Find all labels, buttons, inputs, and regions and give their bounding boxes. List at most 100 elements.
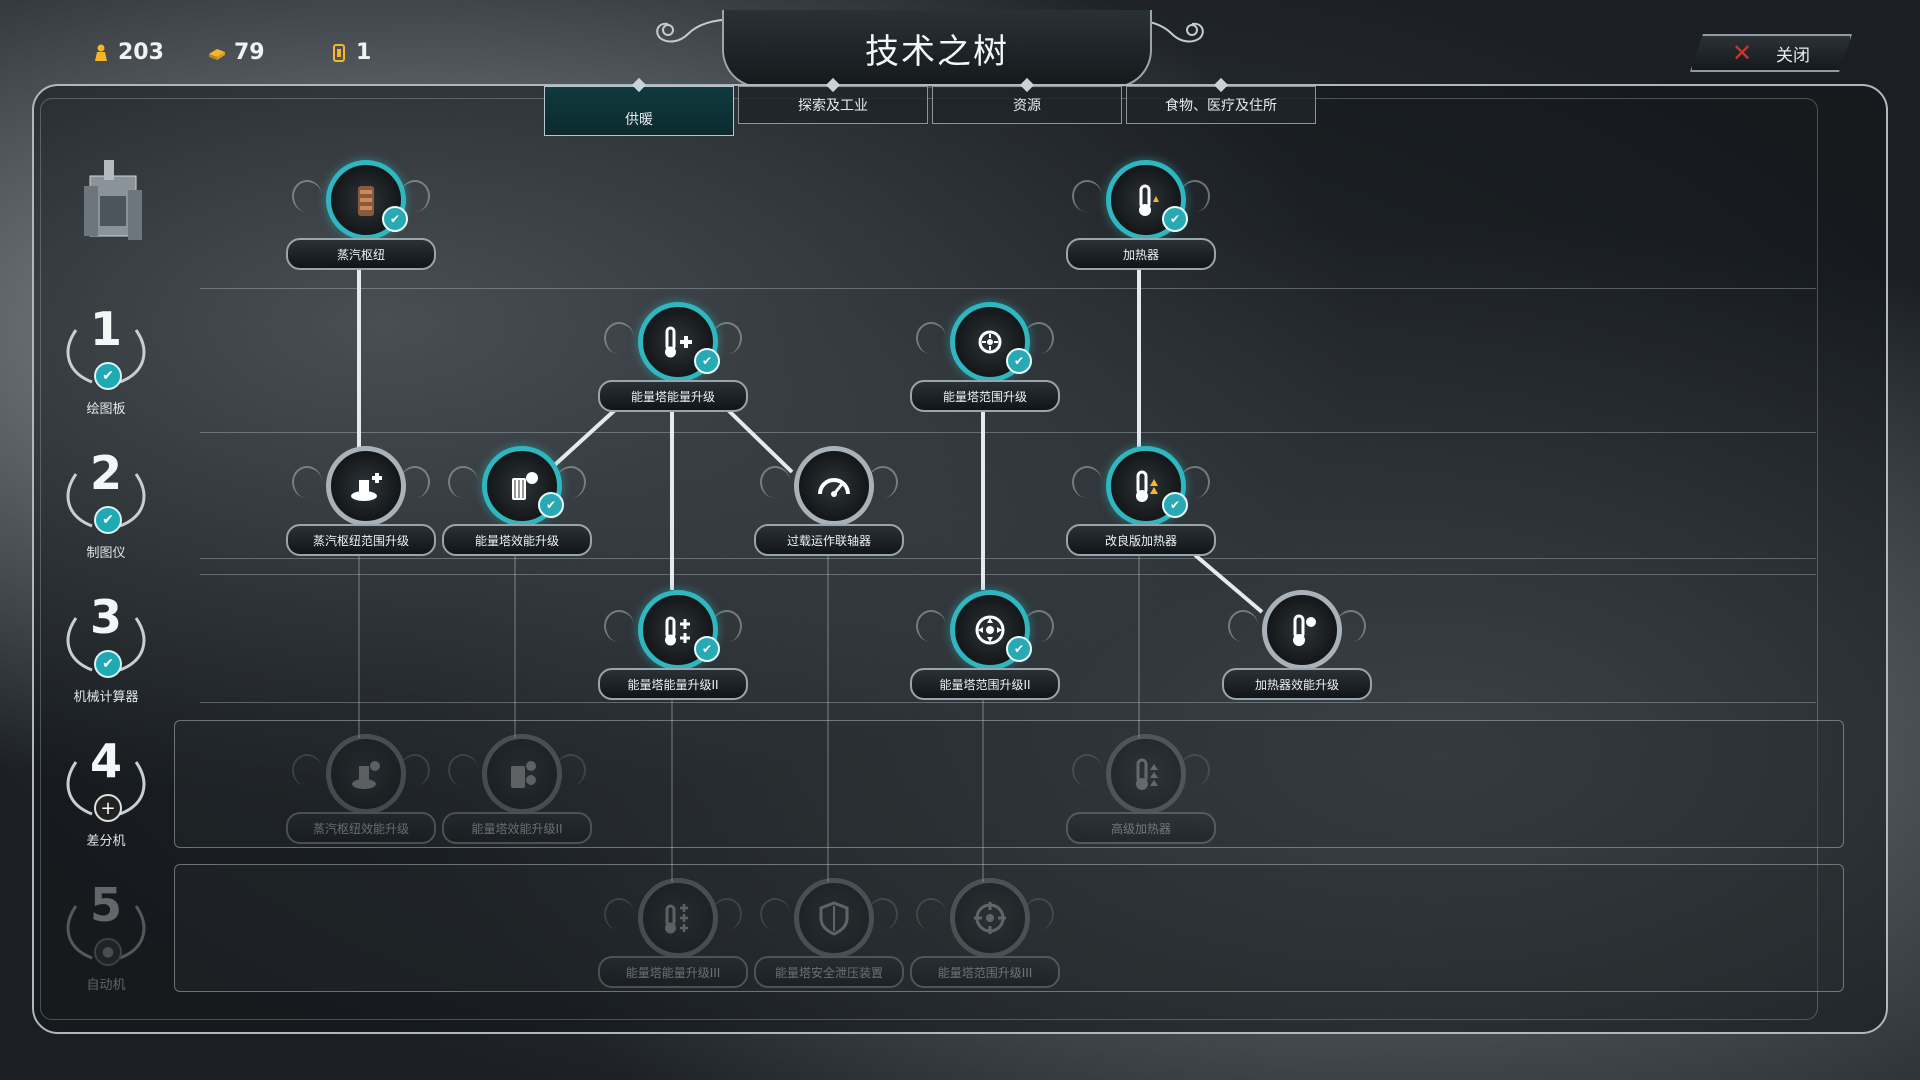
lock-dot-icon: ● — [94, 938, 122, 966]
efficiency-2-icon — [511, 761, 536, 788]
laurel-icon — [66, 905, 146, 960]
title-plate: 技术之树 — [722, 10, 1152, 88]
wood-icon — [209, 48, 225, 60]
steam-hub-icon — [358, 186, 374, 216]
tab-resources[interactable]: 资源 — [932, 77, 1122, 124]
close-button[interactable]: ✕ 关闭 — [1690, 34, 1852, 72]
close-label: 关闭 — [1776, 45, 1811, 66]
cores-count: 1 — [356, 40, 372, 65]
tab-diamond-icon — [631, 77, 647, 93]
node-power-upgrade[interactable]: ✔ 能量塔能量升级 — [598, 302, 748, 422]
tab-heating[interactable]: 供暖 — [544, 77, 734, 136]
researched-check-icon: ✔ — [1162, 492, 1188, 518]
row-divider — [200, 288, 1816, 289]
node-label: 高级加热器 — [1066, 812, 1216, 844]
tier-label: 机械计算器 — [73, 690, 139, 705]
node-hub-range-upgrade[interactable]: 蒸汽枢纽范围升级 — [286, 446, 436, 566]
tech-tree-inner-frame — [40, 98, 1818, 1020]
node-label: 加热器效能升级 — [1222, 668, 1372, 700]
node-label: 能量塔范围升级 — [910, 380, 1060, 412]
tier-label: 自动机 — [86, 978, 126, 993]
tier-1: 1 ✔ 绘图板 — [56, 300, 156, 417]
laurel-icon — [66, 617, 146, 672]
advanced-heater-icon — [1136, 758, 1158, 790]
plus-icon[interactable]: + — [94, 794, 122, 822]
check-icon: ✔ — [94, 362, 122, 390]
laurel-icon — [66, 473, 146, 528]
shield-icon — [819, 901, 849, 936]
tier-number: 1 — [89, 302, 122, 356]
heater-efficiency-icon — [1293, 614, 1316, 646]
node-label: 过载运作联轴器 — [754, 524, 904, 556]
improved-heater-icon — [1136, 470, 1158, 502]
node-label: 蒸汽枢纽 — [286, 238, 436, 270]
tier-number: 5 — [89, 878, 122, 932]
category-tabs: 供暖 探索及工业 资源 食物、医疗及住所 — [544, 77, 1316, 136]
thermometer-double-plus-icon — [665, 616, 690, 646]
laurel-icon — [66, 761, 146, 816]
node-label: 加热器 — [1066, 238, 1216, 270]
tier-label: 制图仪 — [86, 546, 126, 561]
row-divider — [200, 574, 1816, 575]
node-power-upgrade-2[interactable]: ✔ 能量塔能量升级II — [598, 590, 748, 710]
tier-5: 5 ● 自动机 — [56, 876, 156, 993]
tier-4[interactable]: 4 + 差分机 — [56, 732, 156, 849]
core-icon — [333, 43, 345, 62]
tab-food-medical-housing[interactable]: 食物、医疗及住所 — [1126, 77, 1316, 124]
node-heater-efficiency[interactable]: 加热器效能升级 — [1222, 590, 1372, 710]
node-heater[interactable]: ✔ 加热器 — [1066, 160, 1216, 280]
materials-count: 79 — [234, 40, 265, 65]
node-label: 能量塔范围升级III — [910, 956, 1060, 988]
researched-check-icon: ✔ — [382, 206, 408, 232]
page-title: 技术之树 — [865, 31, 1009, 72]
researched-check-icon: ✔ — [1162, 206, 1188, 232]
researched-check-icon: ✔ — [1006, 348, 1032, 374]
researched-check-icon: ✔ — [538, 492, 564, 518]
check-icon: ✔ — [94, 506, 122, 534]
researched-check-icon: ✔ — [1006, 636, 1032, 662]
node-label: 蒸汽枢纽范围升级 — [286, 524, 436, 556]
range-2-icon — [975, 615, 1005, 645]
node-overdrive-coupling[interactable]: 过载运作联轴器 — [754, 446, 904, 566]
worker-icon — [95, 44, 107, 61]
tab-exploration-industry[interactable]: 探索及工业 — [738, 77, 928, 124]
tier-3: 3 ✔ 机械计算器 — [56, 588, 156, 705]
generator-illustration-icon — [84, 160, 142, 240]
node-power-upgrade-3: 能量塔能量升级III — [598, 878, 748, 998]
node-label: 能量塔效能升级 — [442, 524, 592, 556]
node-efficiency-upgrade[interactable]: ✔ 能量塔效能升级 — [442, 446, 592, 566]
node-safety-valve: 能量塔安全泄压装置 — [754, 878, 904, 998]
row-divider — [200, 558, 1816, 559]
heater-icon — [1139, 184, 1159, 216]
range-3-icon — [974, 902, 1006, 934]
node-label: 能量塔效能升级II — [442, 812, 592, 844]
node-steam-hub[interactable]: ✔ 蒸汽枢纽 — [286, 160, 436, 280]
efficiency-icon — [512, 472, 538, 500]
tier-label: 差分机 — [86, 834, 126, 849]
row-divider — [200, 432, 1816, 433]
node-range-upgrade-3: 能量塔范围升级III — [910, 878, 1060, 998]
tab-diamond-icon — [1213, 77, 1229, 93]
resource-cores: 1 — [330, 40, 371, 65]
close-icon: ✕ — [1731, 39, 1753, 67]
title-flourish-left-icon — [656, 18, 746, 43]
node-improved-heater[interactable]: ✔ 改良版加热器 — [1066, 446, 1216, 566]
gauge-icon — [818, 478, 850, 497]
range-icon — [978, 330, 1002, 354]
node-hub-efficiency: 蒸汽枢纽效能升级 — [286, 734, 436, 854]
node-range-upgrade[interactable]: ✔ 能量塔范围升级 — [910, 302, 1060, 422]
node-label: 蒸汽枢纽效能升级 — [286, 812, 436, 844]
node-range-upgrade-2[interactable]: ✔ 能量塔范围升级II — [910, 590, 1060, 710]
laurel-icon — [66, 329, 146, 384]
researched-check-icon: ✔ — [694, 636, 720, 662]
workers-count: 203 — [118, 40, 164, 65]
top-bar: 203 79 1 技术之树 ✕ 关闭 — [0, 0, 1920, 88]
thermometer-plus-icon — [665, 326, 692, 358]
node-efficiency-upgrade-2: 能量塔效能升级II — [442, 734, 592, 854]
hub-range-icon — [351, 473, 382, 501]
node-label: 改良版加热器 — [1066, 524, 1216, 556]
tier-2: 2 ✔ 制图仪 — [56, 444, 156, 561]
node-label: 能量塔能量升级III — [598, 956, 748, 988]
resource-materials: 79 — [208, 40, 265, 65]
tier-4-band — [174, 720, 1844, 848]
